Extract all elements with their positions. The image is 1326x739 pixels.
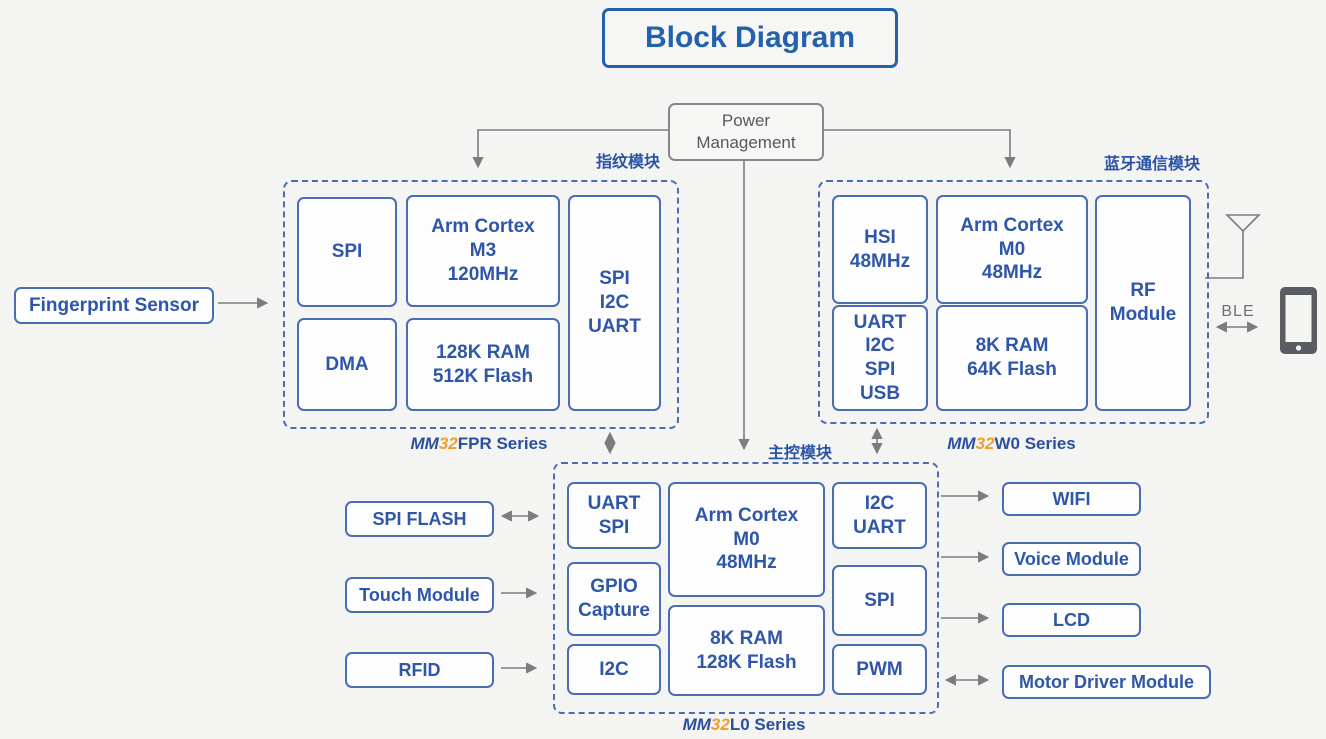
spi-flash-block: SPI FLASH (345, 501, 494, 537)
w0-rf-module-block: RF Module (1095, 195, 1191, 411)
l0-series-number: 32 (710, 715, 730, 734)
w0-interfaces-block: UART I2C SPI USB (832, 305, 928, 411)
l0-module-tag: 主控模块 (768, 445, 833, 462)
l0-memory-block: 8K RAM 128K Flash (668, 605, 825, 696)
w0-module-group (818, 180, 1209, 424)
fpr-module-group (283, 180, 679, 429)
touch-module-block: Touch Module (345, 577, 494, 613)
fpr-spi-block: SPI (297, 197, 397, 307)
power-management-block: Power Management (668, 103, 824, 161)
rfid-block: RFID (345, 652, 494, 688)
w0-series-suffix: W0 Series (994, 434, 1076, 453)
l0-pwm-block: PWM (832, 644, 927, 695)
w0-series-prefix: MM (947, 434, 976, 453)
l0-series-prefix: MM (682, 715, 711, 734)
w0-hsi-block: HSI 48MHz (832, 195, 928, 304)
power-to-w0-line (820, 129, 1016, 169)
l0-series-label: MM32L0 Series (553, 715, 935, 735)
fpr-interfaces-block: SPI I2C UART (568, 195, 661, 411)
voice-module-block: Voice Module (1002, 542, 1141, 576)
l0-cortex-block: Arm Cortex M0 48MHz (668, 482, 825, 597)
w0-series-label: MM32W0 Series (818, 434, 1205, 454)
ble-label: BLE (1221, 303, 1255, 320)
l0-uart-spi-block: UART SPI (567, 482, 661, 549)
l0-spi-block: SPI (832, 565, 927, 636)
fpr-memory-block: 128K RAM 512K Flash (406, 318, 560, 411)
l0-series-suffix: L0 Series (729, 715, 806, 734)
l0-i2c-block: I2C (567, 644, 661, 695)
l0-gpio-capture-block: GPIO Capture (567, 562, 661, 636)
l0-module-group (553, 462, 939, 714)
diagram-title: Block Diagram (602, 8, 898, 68)
antenna-icon (1205, 214, 1261, 279)
fpr-series-prefix: MM (410, 434, 439, 453)
fpr-series-suffix: FPR Series (457, 434, 548, 453)
w0-series-number: 32 (975, 434, 995, 453)
w0-memory-block: 8K RAM 64K Flash (936, 305, 1088, 411)
fpr-dma-block: DMA (297, 318, 397, 411)
l0-i2c-uart-block: I2C UART (832, 482, 927, 549)
fpr-cortex-block: Arm Cortex M3 120MHz (406, 195, 560, 307)
fpr-series-number: 32 (438, 434, 458, 453)
lcd-block: LCD (1002, 603, 1141, 637)
w0-module-tag: 蓝牙通信模块 (1103, 156, 1200, 173)
fingerprint-sensor-block: Fingerprint Sensor (14, 287, 214, 324)
fpr-module-tag: 指纹模块 (595, 154, 660, 171)
fpr-series-label: MM32FPR Series (283, 434, 675, 454)
smartphone-icon (1280, 287, 1317, 354)
w0-cortex-block: Arm Cortex M0 48MHz (936, 195, 1088, 304)
wifi-block: WIFI (1002, 482, 1141, 516)
motor-driver-module-block: Motor Driver Module (1002, 665, 1211, 699)
